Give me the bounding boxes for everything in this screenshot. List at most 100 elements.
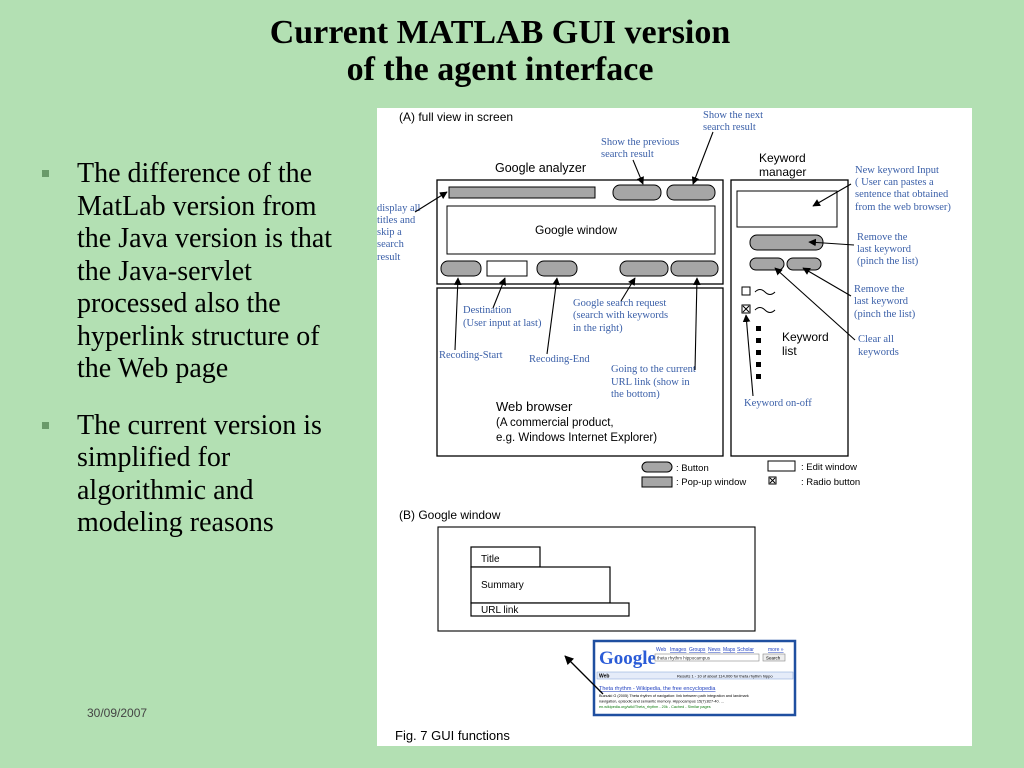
annotation-recoding-end: Recoding-End bbox=[529, 354, 590, 365]
svg-text:from the web browser): from the web browser) bbox=[855, 202, 951, 213]
annotation-show-next: Show the next search result bbox=[703, 110, 763, 133]
arrow-go-url bbox=[693, 277, 701, 371]
legend-edit-swatch bbox=[767, 460, 796, 472]
google-analyzer-label: Google analyzer bbox=[495, 161, 586, 175]
svg-text:URL link (show in: URL link (show in bbox=[611, 377, 690, 388]
arrow-remove-keyword bbox=[802, 267, 852, 297]
thumbnail-web-label: Web bbox=[599, 674, 609, 680]
legend-edit-label: : Edit window bbox=[801, 462, 857, 473]
arrow-display-all bbox=[414, 191, 448, 213]
keyword-squiggle bbox=[754, 289, 776, 295]
svg-text:Destination: Destination bbox=[463, 305, 512, 316]
svg-text:keywords: keywords bbox=[858, 347, 899, 358]
thumbnail-search-label: Search bbox=[766, 656, 781, 661]
annotation-new-keyword: New keyword Input ( User can pastes a se… bbox=[855, 165, 951, 213]
thumbnail-tab: Images bbox=[670, 647, 687, 653]
svg-text:(search with keywords: (search with keywords bbox=[573, 310, 668, 321]
svg-text:in the right): in the right) bbox=[573, 323, 623, 334]
remove-keyword-button[interactable] bbox=[749, 257, 785, 271]
result-summary-box bbox=[470, 566, 611, 604]
keyword-dot bbox=[756, 374, 761, 379]
annotation-google-search-request: Google search request (search with keywo… bbox=[573, 298, 668, 334]
new-keyword-input[interactable] bbox=[736, 190, 838, 228]
result-title-label: Title bbox=[481, 554, 500, 565]
annotation-show-previous: Show the previous search result bbox=[601, 137, 679, 160]
web-browser-panel bbox=[436, 287, 724, 457]
arrow-recoding-start bbox=[453, 277, 462, 351]
slide-title-line1: Current MATLAB GUI version bbox=[269, 14, 731, 51]
bullet-item: The current version is simplified for al… bbox=[40, 410, 355, 540]
web-browser-label: Web browser bbox=[496, 399, 573, 414]
thumbnail-search-input bbox=[654, 653, 760, 662]
arrow-remove-last bbox=[808, 238, 855, 247]
annotation-clear-all: Clear all keywords bbox=[858, 334, 899, 358]
recoding-end-button[interactable] bbox=[536, 260, 578, 277]
svg-text:the bottom): the bottom) bbox=[611, 389, 660, 400]
google-window-area bbox=[446, 205, 716, 255]
legend-popup-label: : Pop-up window bbox=[676, 477, 746, 488]
svg-text:(pinch the list): (pinch the list) bbox=[857, 256, 919, 267]
keyword-list-label: list bbox=[782, 344, 797, 358]
recoding-start-button[interactable] bbox=[440, 260, 482, 277]
result-summary-label: Summary bbox=[481, 580, 524, 591]
legend-button-label: : Button bbox=[676, 463, 709, 474]
svg-text:Show the next: Show the next bbox=[703, 110, 763, 121]
go-to-url-button[interactable] bbox=[670, 260, 719, 277]
annotation-remove-last-2: Remove the last keyword (pinch the list) bbox=[854, 284, 916, 320]
thumbnail-tab: Scholar bbox=[737, 647, 754, 653]
arrow-thumbnail bbox=[564, 655, 604, 695]
keyword-manager-panel bbox=[730, 179, 849, 457]
arrow-clear-all bbox=[774, 267, 856, 341]
svg-text:titles and: titles and bbox=[377, 215, 416, 226]
svg-text:last keyword: last keyword bbox=[854, 296, 909, 307]
legend: : Button : Pop-up window : Edit window :… bbox=[641, 460, 860, 488]
svg-text:Remove the: Remove the bbox=[854, 284, 905, 295]
section-b-label: (B) Google window bbox=[399, 508, 501, 522]
keyword-list-label: Keyword bbox=[782, 330, 829, 344]
svg-text:Remove the: Remove the bbox=[857, 232, 908, 243]
next-result-button[interactable] bbox=[666, 184, 716, 201]
web-browser-example: e.g. Windows Internet Explorer) bbox=[496, 432, 657, 444]
thumbnail-tab: Web bbox=[656, 647, 666, 653]
annotation-going-to-url: Going to the current URL link (show in t… bbox=[611, 364, 696, 400]
arrow-keyword-on-off bbox=[742, 314, 754, 397]
keyword-squiggle bbox=[754, 307, 776, 313]
svg-text:search result: search result bbox=[601, 149, 654, 160]
svg-text:skip a: skip a bbox=[377, 227, 402, 238]
result-url-label: URL link bbox=[481, 605, 519, 616]
svg-text:search: search bbox=[377, 239, 405, 250]
titles-popup bbox=[448, 186, 596, 199]
svg-text:Show the previous: Show the previous bbox=[601, 137, 679, 148]
keyword-dot bbox=[756, 338, 761, 343]
arrow-new-keyword bbox=[812, 183, 852, 207]
svg-text:sentence that obtained: sentence that obtained bbox=[855, 189, 949, 200]
previous-result-button[interactable] bbox=[612, 184, 662, 201]
thumbnail-result-url: en.wikipedia.org/wiki/Theta_rhythm - 20k… bbox=[599, 705, 711, 709]
annotation-display-all: display all titles and skip a search res… bbox=[377, 203, 421, 263]
google-logo: Google bbox=[599, 648, 656, 669]
thumbnail-result-title: Theta rhythm - Wikipedia, the free encyc… bbox=[599, 686, 716, 692]
annotation-recoding-start: Recoding-Start bbox=[439, 350, 503, 361]
gui-functions-figure: (A) full view in screen Google analyzer … bbox=[377, 108, 972, 746]
svg-text:New keyword Input: New keyword Input bbox=[855, 165, 939, 176]
arrow-previous bbox=[632, 159, 644, 185]
arrow-recoding-end bbox=[546, 277, 560, 355]
thumbnail-query: theta rhythm hippocampus bbox=[657, 656, 711, 661]
annotation-remove-last-1: Remove the last keyword (pinch the list) bbox=[857, 232, 919, 267]
google-search-button[interactable] bbox=[619, 260, 669, 277]
figure-diagram: (A) full view in screen Google analyzer … bbox=[377, 110, 951, 743]
keyword-toggle-off[interactable] bbox=[741, 286, 751, 296]
svg-text:display all: display all bbox=[377, 203, 421, 214]
keyword-manager-label: Keyword bbox=[759, 151, 806, 165]
legend-radio-x-icon bbox=[769, 477, 776, 484]
slide-date: 30/09/2007 bbox=[87, 706, 148, 720]
svg-text:(User input at last): (User input at last) bbox=[463, 318, 542, 329]
google-window-label: Google window bbox=[535, 223, 617, 237]
result-url-box bbox=[470, 602, 630, 617]
destination-edit[interactable] bbox=[486, 260, 528, 277]
thumbnail-tab: Maps bbox=[723, 647, 736, 653]
google-results-thumbnail: Google Web Images Groups News Maps Schol… bbox=[592, 639, 797, 717]
bullet-square-icon bbox=[42, 421, 49, 429]
bullet-list: The difference of the MatLab version fro… bbox=[40, 158, 355, 540]
legend-radio-label: : Radio button bbox=[801, 477, 860, 488]
